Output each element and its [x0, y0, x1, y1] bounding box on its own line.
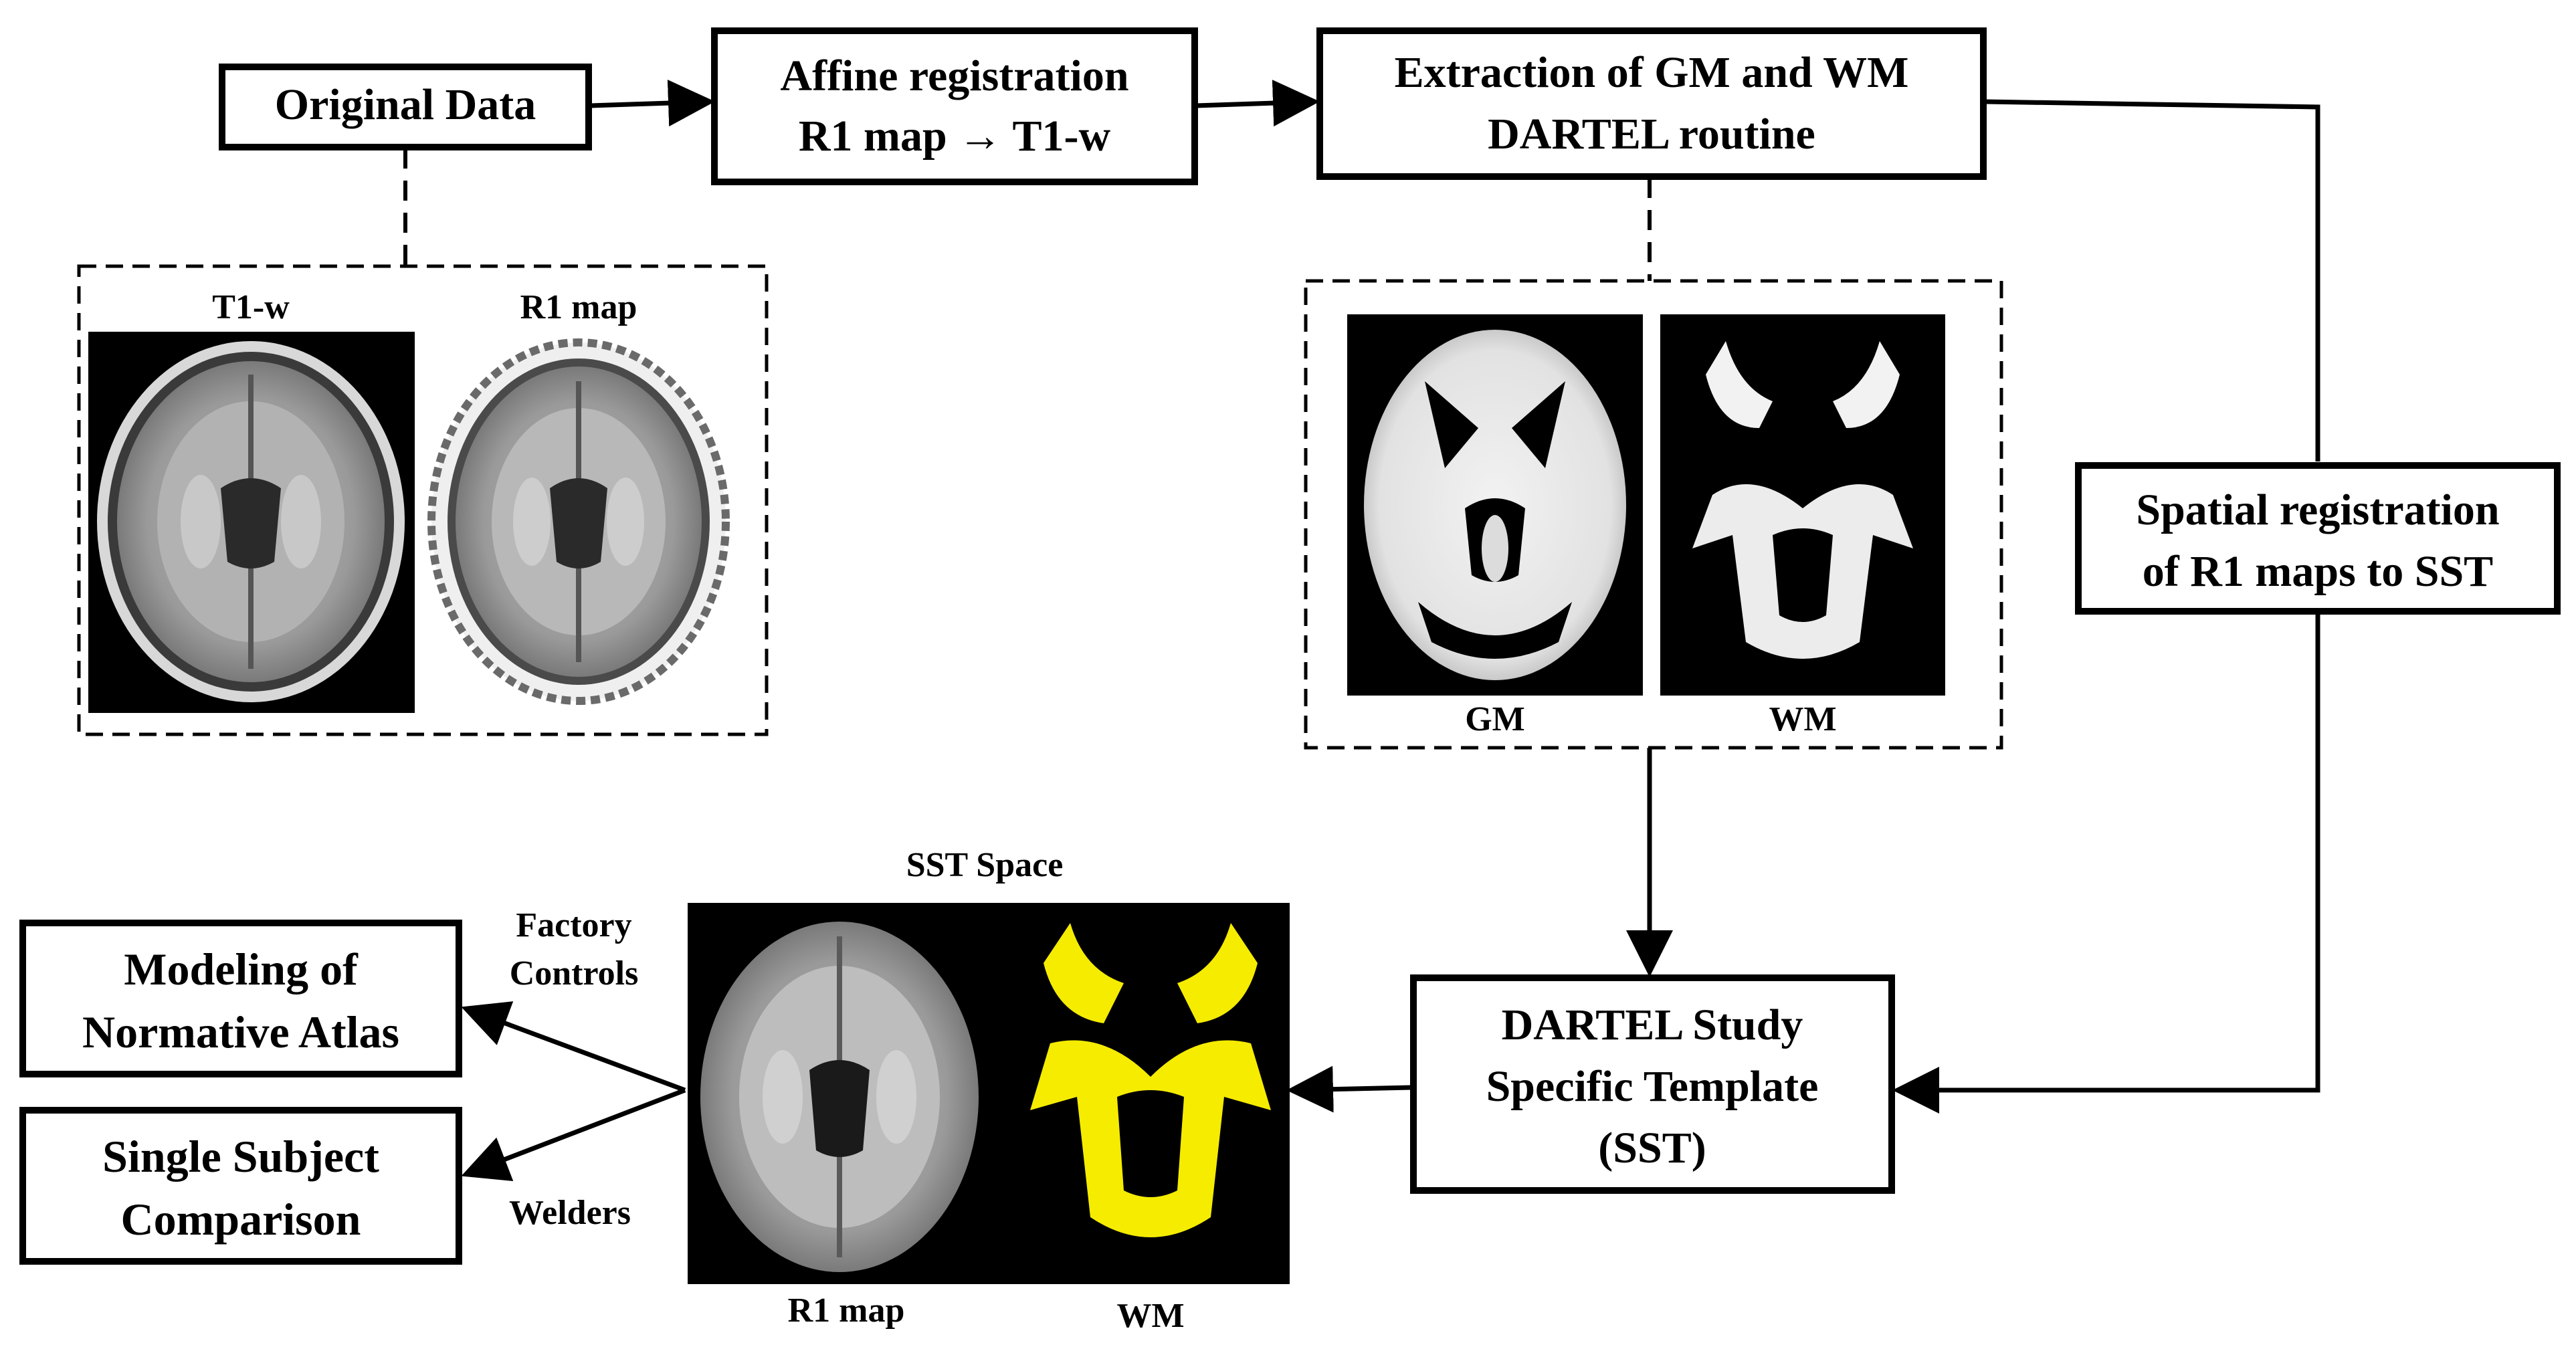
spatial-line1: Spatial registration — [2136, 486, 2499, 534]
dartel-sst-box: DARTEL Study Specific Template (SST) — [1410, 974, 1895, 1194]
spatial-registration-box: Spatial registration of R1 maps to SST — [2075, 462, 2561, 615]
dartel-sst-line2: Specific Template — [1486, 1062, 1819, 1111]
extraction-line1: Extraction of GM and WM — [1395, 48, 1909, 97]
welders-label: Welders — [509, 1194, 631, 1232]
sst-r1-map-label: R1 map — [788, 1291, 905, 1330]
original-data-label: Original Data — [275, 80, 536, 129]
sst-space-title: SST Space — [906, 846, 1064, 884]
wm-label: WM — [1769, 700, 1836, 738]
extraction-box: Extraction of GM and WM DARTEL routine — [1316, 27, 1987, 180]
affine-line2: R1 map → T1-w — [799, 112, 1111, 161]
gm-image — [1347, 314, 1643, 696]
modeling-atlas-box: Modeling of Normative Atlas — [19, 920, 462, 1077]
wm-image — [1660, 314, 1945, 696]
r1-map-label: R1 map — [520, 288, 637, 326]
single-subject-line2: Comparison — [121, 1194, 361, 1245]
single-subject-line1: Single Subject — [102, 1131, 379, 1182]
t1w-image — [88, 332, 415, 713]
modeling-line1: Modeling of — [124, 944, 359, 995]
factory-label: Factory — [516, 906, 631, 944]
arrow-spatial-to-sst — [1892, 613, 2320, 1114]
line-extraction-to-spatial — [1984, 99, 2320, 461]
affine-line1: Affine registration — [780, 51, 1128, 100]
original-data-panel: T1-w R1 map — [77, 264, 769, 736]
modeling-line2: Normative Atlas — [82, 1007, 399, 1057]
arrow-sst-to-sst-space — [1286, 1065, 1412, 1113]
arrow-affine-to-extraction — [1195, 80, 1320, 127]
gm-label: GM — [1465, 700, 1525, 738]
sst-wm-overlay-image — [1030, 923, 1271, 1237]
original-data-box: Original Data — [219, 64, 592, 150]
extraction-line2: DARTEL routine — [1488, 110, 1815, 159]
connectors — [461, 80, 2320, 1182]
controls-label: Controls — [510, 954, 639, 993]
sst-wm-label: WM — [1116, 1297, 1184, 1335]
dartel-sst-line3: (SST) — [1598, 1124, 1706, 1172]
t1w-label: T1-w — [212, 288, 290, 326]
arrow-to-single-subject — [461, 1087, 686, 1182]
affine-registration-box: Affine registration R1 map → T1-w — [711, 27, 1198, 185]
single-subject-box: Single Subject Comparison — [19, 1107, 462, 1265]
dashed-connectors — [403, 148, 1652, 281]
spatial-line2: of R1 maps to SST — [2143, 547, 2493, 596]
sst-space-panel: SST Space R1 map WM — [688, 846, 1290, 1335]
arrow-to-modeling — [461, 1001, 686, 1093]
dartel-sst-line1: DARTEL Study — [1502, 1001, 1803, 1049]
r1-map-image — [427, 338, 730, 705]
sst-r1-map-image — [700, 922, 979, 1272]
arrow-original-to-affine — [589, 80, 715, 127]
segmentation-panel: GM WM — [1304, 279, 2003, 750]
